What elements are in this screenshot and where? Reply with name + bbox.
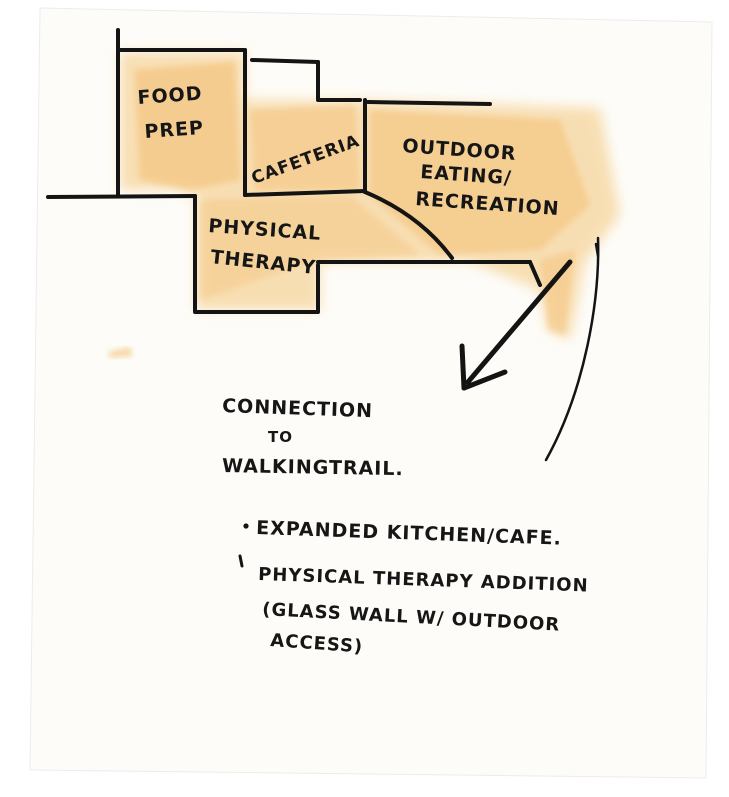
room-food-prep: FOOD PREP [137,83,205,143]
connection-label-1: CONNECTION [222,395,374,422]
connection-label-3: WALKINGTRAIL. [222,455,404,480]
floor-plan-walls [46,28,542,314]
room-label-food-prep-1: FOOD [137,83,203,109]
bullet-1 [243,523,249,529]
connection-label-2: TO [268,428,293,446]
connection-arrow [459,259,573,391]
bullet-2 [238,554,244,568]
walking-trail-line [544,236,600,462]
trail-tick [594,242,600,258]
connection-label: CONNECTION TO WALKINGTRAIL. [222,395,404,480]
room-label-food-prep-2: PREP [144,117,205,143]
